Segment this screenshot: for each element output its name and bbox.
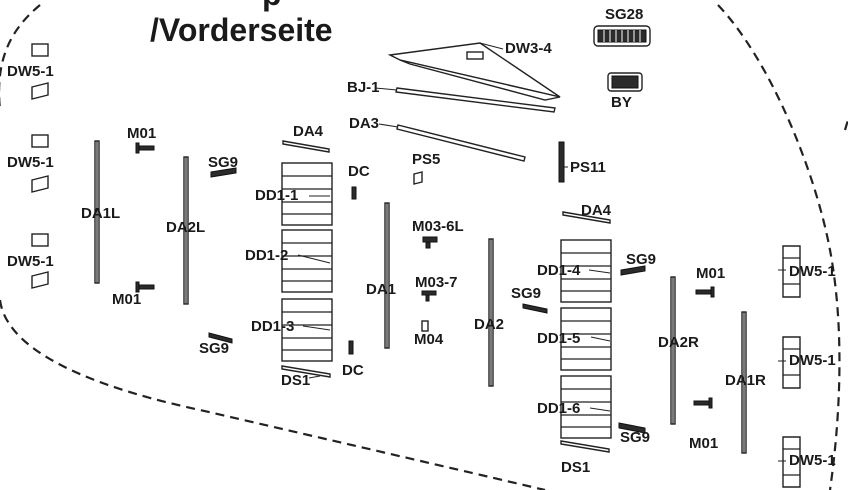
label-da1r: DA1R (725, 372, 766, 389)
sg9-strip-4 (620, 265, 646, 276)
dd1-1-panel (281, 162, 333, 226)
label-sg9-1: SG9 (208, 154, 239, 171)
label-dd1-3: DD1-3 (251, 318, 295, 335)
dw5-1-piece-a (31, 43, 49, 100)
ds1-left-strip (281, 365, 331, 378)
label-ps5: PS5 (412, 151, 441, 168)
label-dd1-2: DD1-2 (245, 247, 289, 264)
label-dw5-1-e: DW5-1 (789, 352, 836, 369)
label-da2l: DA2L (166, 219, 206, 236)
da2-post (488, 238, 494, 387)
label-dc-top: DC (348, 163, 370, 180)
dw5-1-piece-c (31, 233, 49, 289)
dd1-3-panel (281, 298, 333, 362)
label-sg9-5: SG9 (620, 429, 651, 446)
label-bj-1: BJ-1 (347, 79, 380, 96)
label-sg9-4: SG9 (626, 251, 657, 268)
ds1-right-strip (560, 440, 610, 453)
da4-left-bar (282, 140, 330, 153)
bj-1-bar (395, 87, 556, 113)
m01-hinge-4 (693, 397, 713, 409)
label-dd1-4: DD1-4 (537, 262, 581, 279)
m01-hinge-3 (695, 286, 715, 298)
sg28-vent (593, 25, 651, 47)
leader-lines (297, 87, 786, 462)
label-dc-bottom: DC (342, 362, 364, 379)
da3-bar (396, 124, 526, 162)
label-dw5-1-f: DW5-1 (789, 452, 836, 469)
label-dw5-1-a: DW5-1 (7, 63, 54, 80)
label-dw5-1-b: DW5-1 (7, 154, 54, 171)
ps11-post (558, 141, 565, 183)
m03-6l-piece (422, 236, 438, 249)
label-m01-1: M01 (127, 125, 157, 142)
sg9-strip-5 (618, 422, 646, 434)
label-dw3-4: DW3-4 (505, 40, 552, 57)
m03-7-piece (421, 290, 437, 302)
dc-bottom-piece (348, 340, 354, 355)
dw3-4-gable (387, 42, 561, 101)
dw5-1-piece-e (782, 336, 801, 389)
label-m01-2: M01 (112, 291, 142, 308)
label-sg9-2: SG9 (199, 340, 230, 357)
da1l-post (94, 140, 100, 284)
ps5-bracket (413, 171, 423, 185)
label-da2r: DA2R (658, 334, 699, 351)
label-dd1-1: DD1-1 (255, 187, 299, 204)
label-da4-right: DA4 (581, 202, 612, 219)
sg9-strip-2 (208, 332, 233, 344)
sg9-strip-3 (522, 303, 548, 314)
title-fragment: p (262, 0, 282, 10)
da4-right-bar (562, 211, 611, 224)
label-dd1-5: DD1-5 (537, 330, 581, 347)
label-m03-6l: M03-6L (412, 218, 464, 235)
label-dw5-1-c: DW5-1 (7, 253, 54, 270)
boundary-left (0, 4, 546, 490)
dw5-1-piece-f (782, 436, 801, 488)
dw5-1-piece-d (782, 245, 801, 298)
dd1-2-panel (281, 229, 333, 293)
label-by: BY (611, 94, 632, 111)
m04-piece (421, 320, 429, 332)
label-m01-3: M01 (696, 265, 726, 282)
label-dd1-6: DD1-6 (537, 400, 581, 417)
da1r-post (741, 311, 747, 454)
da2r-post (670, 276, 676, 425)
label-m01-4: M01 (689, 435, 719, 452)
dd1-6-panel (560, 375, 612, 439)
label-m03-7: M03-7 (415, 274, 458, 291)
boundary-right (717, 4, 841, 490)
label-sg9-3: SG9 (511, 285, 542, 302)
da1-post (384, 202, 390, 349)
dw5-1-piece-b (31, 134, 49, 193)
by-vent (607, 72, 643, 92)
m01-hinge-1 (135, 142, 155, 154)
label-ps11: PS11 (570, 159, 606, 176)
label-ds1-left: DS1 (281, 372, 311, 389)
label-ds1-right: DS1 (561, 459, 591, 476)
dc-top-piece (351, 186, 357, 200)
label-da1l: DA1L (81, 205, 121, 222)
label-da3: DA3 (349, 115, 380, 132)
label-da2: DA2 (474, 316, 505, 333)
dd1-4-panel (560, 239, 612, 303)
page-title: /Vorderseite (150, 12, 333, 48)
label-sg28: SG28 (605, 6, 644, 23)
label-da4-left: DA4 (293, 123, 324, 140)
label-m04: M04 (414, 331, 444, 348)
sg9-strip-1 (210, 167, 237, 178)
label-da1: DA1 (366, 281, 397, 298)
label-dw5-1-d: DW5-1 (789, 263, 836, 280)
da2l-post (183, 156, 189, 305)
m01-hinge-2 (135, 281, 155, 293)
